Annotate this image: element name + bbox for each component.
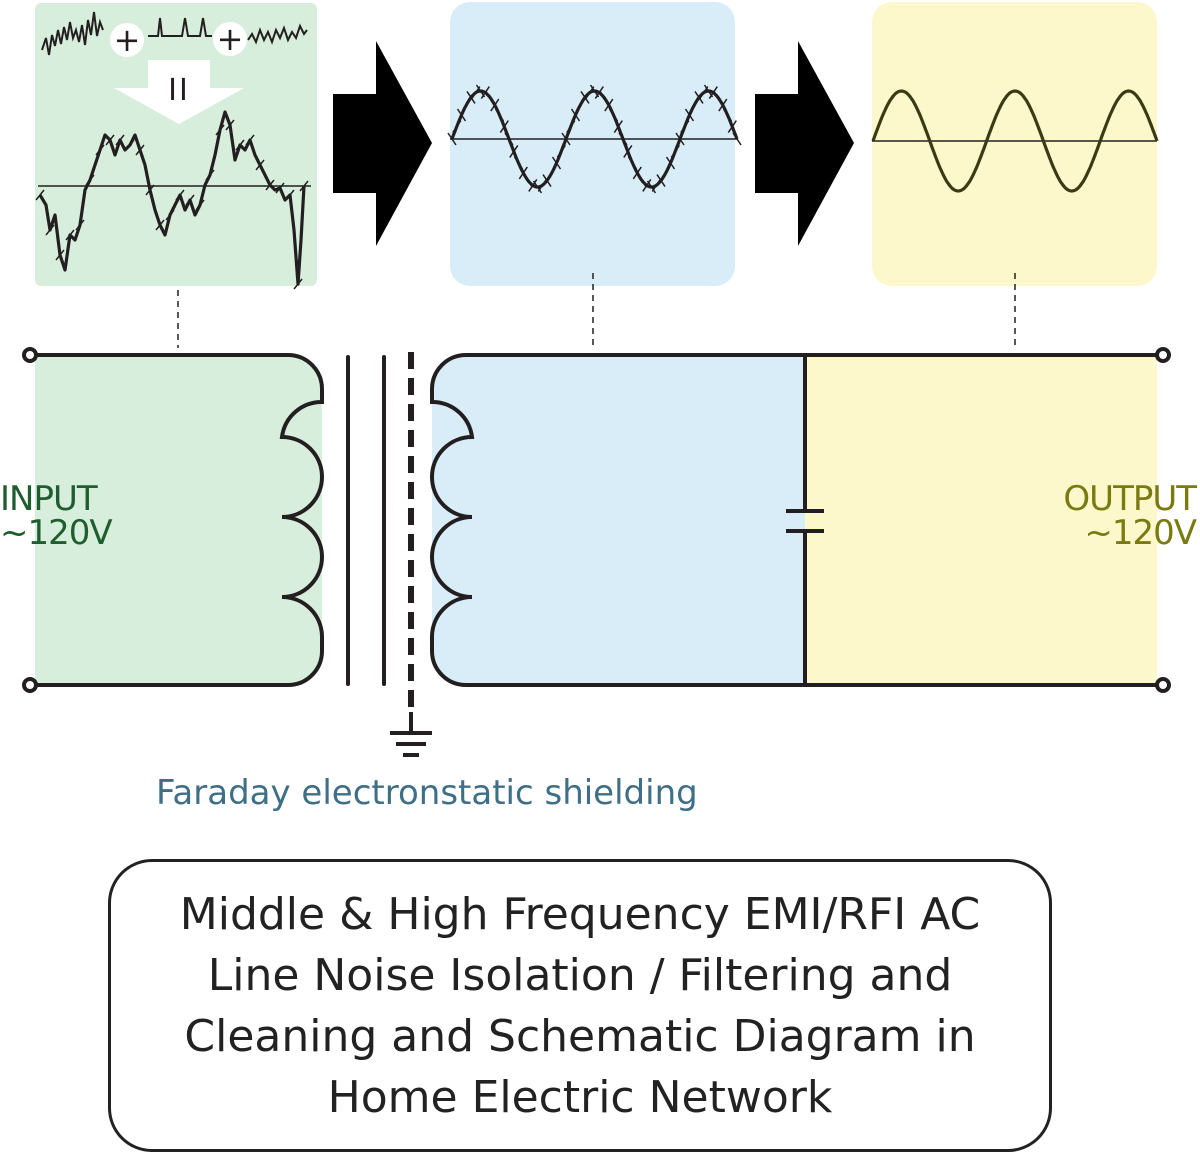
secondary-winding: [430, 353, 1164, 687]
random-noise-wave: [41, 11, 104, 56]
primary-winding: [28, 353, 324, 687]
spike-noise-wave: [148, 17, 212, 37]
hf-noise-wave: [247, 23, 308, 45]
output-label-line2: ~120V: [1084, 513, 1197, 553]
caption-line-1: Middle & High Frequency EMI/RFI AC: [179, 888, 981, 940]
input-terminal-bottom: [22, 677, 38, 693]
output-voltage-label: OUTPUT ~120V: [1063, 479, 1197, 553]
equals-sign: II: [168, 73, 190, 108]
input-terminal-top: [22, 347, 38, 363]
output-terminal-top: [1155, 347, 1171, 363]
partially-filtered-panel: [450, 2, 735, 286]
clean-output-panel: [872, 2, 1157, 286]
diagram-caption-box: Middle & High Frequency EMI/RFI AC Line …: [108, 859, 1052, 1152]
clean-sine-wave: [871, 89, 1159, 193]
noise-component-waves: [41, 11, 308, 56]
input-label-line2: ~120V: [0, 513, 113, 553]
noisy-wave-spikes: [35, 119, 309, 290]
faraday-shield-caption: Faraday electronstatic shielding: [156, 773, 698, 813]
plus-sign-2: +: [217, 20, 244, 58]
input-voltage-label: INPUT ~120V: [0, 479, 113, 553]
capacitor: [786, 509, 824, 533]
output-label-line1: OUTPUT: [1063, 479, 1197, 519]
secondary-circuit-fill: [432, 355, 805, 685]
output-terminal-bottom: [1155, 677, 1171, 693]
caption-line-2: Line Noise Isolation / Filtering and: [207, 949, 953, 1001]
noisy-combined-wave: [38, 110, 306, 286]
input-label-line1: INPUT: [0, 479, 98, 519]
output-circuit-fill: [805, 355, 1157, 685]
noisy-input-panel: [35, 3, 317, 286]
equals-arrow: II: [114, 60, 244, 124]
primary-circuit-fill: [35, 355, 322, 685]
plus-operator-1: +: [110, 21, 144, 59]
flow-arrow-2: [755, 41, 854, 246]
plus-sign-1: +: [114, 21, 141, 59]
plus-operator-2: +: [213, 20, 247, 58]
caption-line-4: Home Electric Network: [327, 1071, 833, 1123]
ground-symbol: [390, 712, 432, 757]
flow-arrow-1: [333, 41, 432, 246]
residual-noise-spikes: [447, 84, 742, 194]
caption-line-3: Cleaning and Schematic Diagram in: [184, 1010, 976, 1062]
